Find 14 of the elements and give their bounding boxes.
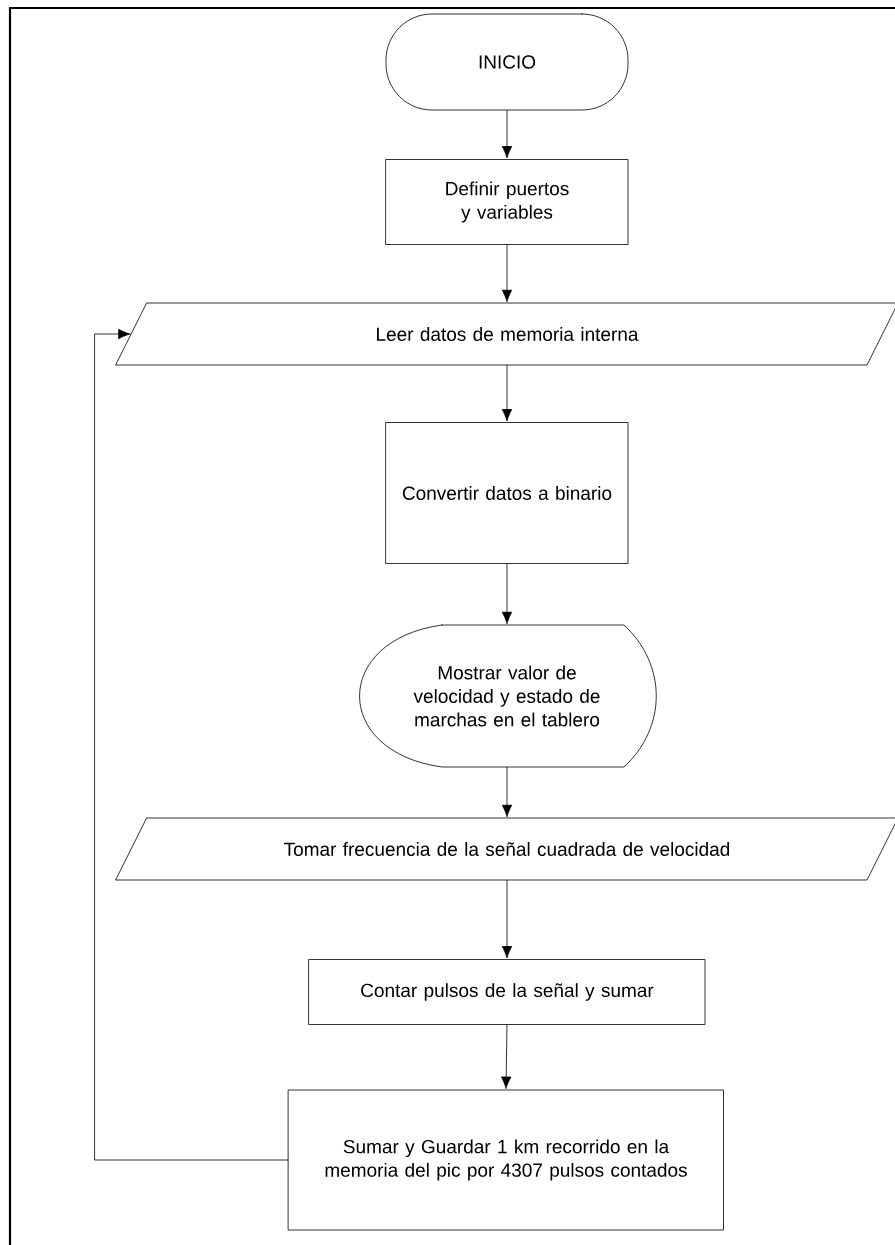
process-box: Sumar y Guardar 1 km recorrido en la memoria del pic por 4307 pulsos contados [288, 1089, 724, 1231]
input-output-parallelogram: Leer datos de memoria interna [115, 302, 895, 366]
process-box: Convertir datos a binario [385, 422, 629, 564]
arrow [501, 110, 513, 159]
arrow [501, 364, 513, 422]
arrow [501, 1024, 512, 1089]
process-box: Definir puertos y variables [385, 159, 629, 245]
input-output-parallelogram: Tomar frecuencia de la señal cuadrada de velocidad [115, 817, 895, 881]
loop-arrow [94, 328, 289, 1161]
arrow [501, 244, 513, 302]
arrow [501, 766, 513, 817]
arrow [501, 879, 513, 959]
arrow [501, 563, 513, 624]
process-box: Contar pulsos de la señal y sumar [308, 959, 706, 1025]
